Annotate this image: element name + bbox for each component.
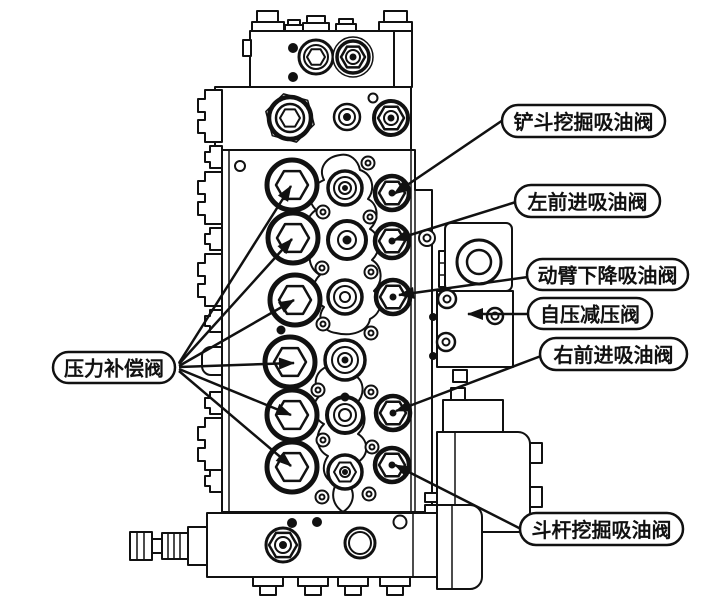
second-section [214, 86, 412, 151]
callout-bucket-dig-suction-valve: 铲斗挖掘吸油阀 [500, 103, 667, 139]
small-bolts [276, 155, 436, 505]
callout-self-pressure-reducing-valve: 自压减压阀 [526, 296, 654, 331]
bottom-hex-plug [264, 526, 302, 564]
bottom-right-attachment [436, 504, 483, 590]
callout-right-travel-suction-valve: 右前进吸油阀 [538, 336, 689, 372]
leader-arm-dig [394, 463, 522, 531]
callout-pressure-compensation-valve: 压力补偿阀 [51, 350, 177, 385]
callout-arm-dig-label: 斗杆挖掘吸油阀 [532, 518, 672, 542]
callout-right-travel-label: 右前进吸油阀 [554, 343, 674, 367]
top-section [242, 30, 413, 88]
leader-boom-lower [398, 275, 529, 299]
callout-self-pressure-label: 自压减压阀 [540, 303, 640, 327]
lower-block-small [442, 399, 504, 433]
hose-fitting [129, 526, 211, 566]
callout-arm-dig-suction-valve: 斗杆挖掘吸油阀 [518, 511, 685, 547]
top-ring-port [297, 38, 335, 76]
callout-boom-lower-label: 动臂下降吸油阀 [538, 264, 678, 288]
callout-left-travel-suction-valve: 左前进吸油阀 [513, 183, 662, 219]
callout-boom-lower-suction-valve: 动臂下降吸油阀 [525, 257, 690, 292]
leader-fan-compensation [177, 185, 295, 467]
middle-ports [323, 169, 368, 491]
leader-bucket-dig [393, 118, 504, 196]
bottom-bolts [252, 576, 411, 596]
bottom-section [129, 504, 483, 596]
leader-right-travel [395, 354, 542, 413]
callout-pressure-compensation-label: 压力补偿阀 [64, 357, 164, 381]
callout-bucket-dig-label: 铲斗挖掘吸油阀 [514, 110, 654, 134]
leader-lines [177, 118, 542, 531]
main-section [221, 149, 436, 513]
callout-left-travel-label: 左前进吸油阀 [528, 190, 648, 214]
top-hex-port [332, 36, 374, 78]
callouts: 铲斗挖掘吸油阀 左前进吸油阀 动臂下降吸油阀 自压减压阀 右前进吸油阀 压力补偿… [51, 103, 690, 547]
leader-left-travel [393, 200, 517, 242]
top-bolts [251, 10, 413, 33]
